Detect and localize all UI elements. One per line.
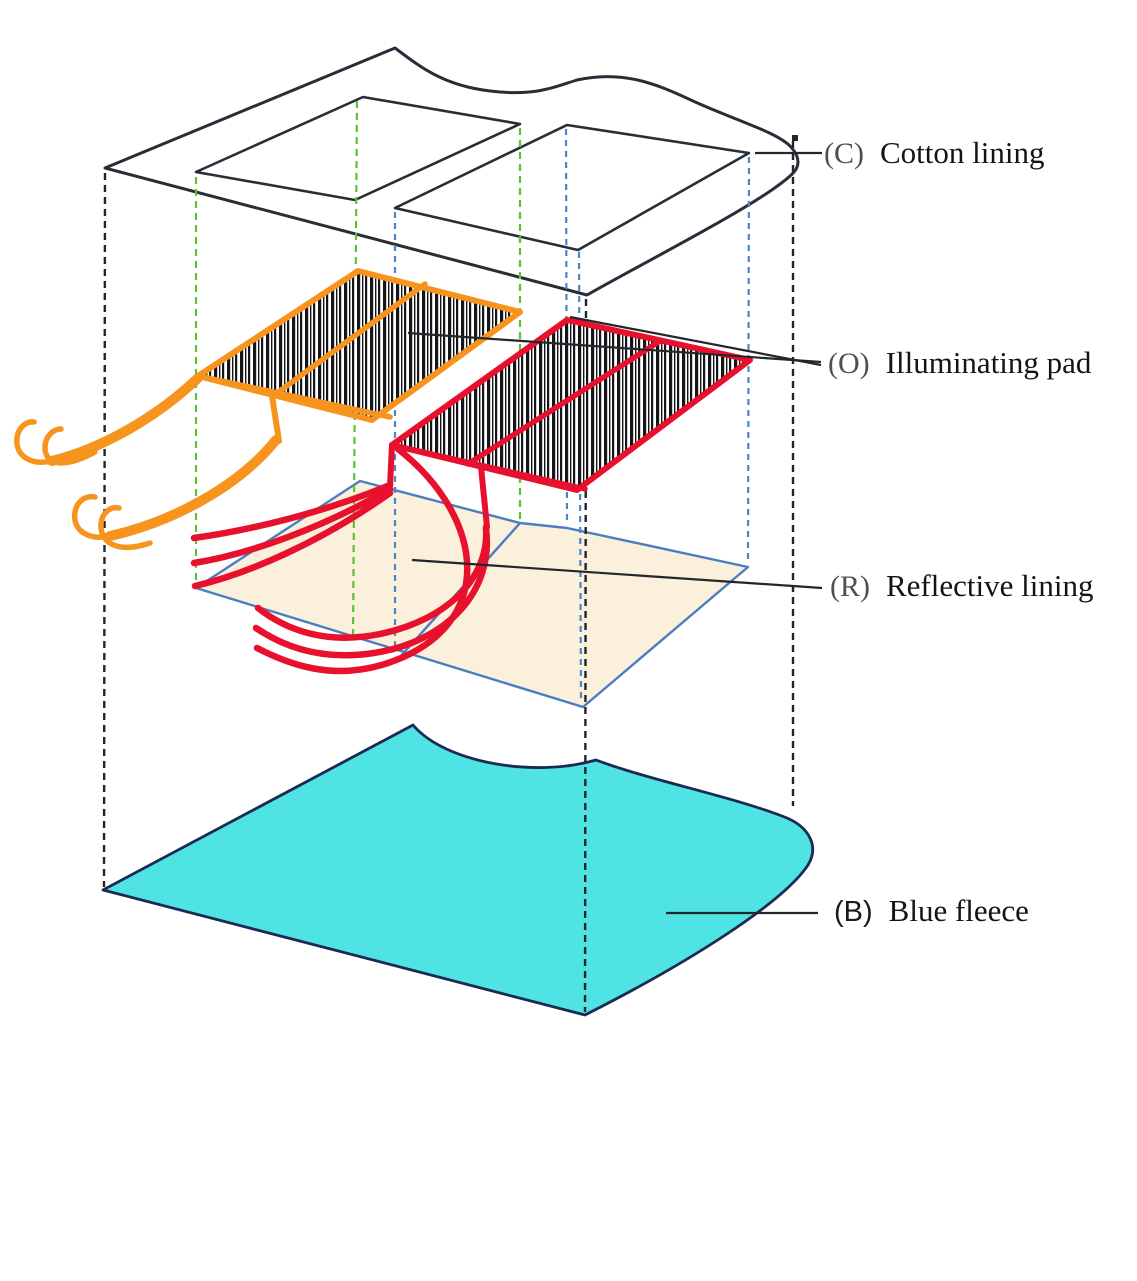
label-name-blue-fleece: Blue fleece	[888, 893, 1029, 928]
pad-left-frame	[195, 268, 523, 423]
pad-left-tab	[269, 393, 282, 444]
leader-lines	[407, 135, 823, 915]
projection-line-middle	[583, 298, 588, 1013]
pad-left-strap-1	[195, 373, 393, 420]
illuminating-pad-right	[387, 317, 753, 530]
wire-orange-curl-1a	[14, 419, 55, 465]
pad-left-hatch	[198, 271, 520, 420]
pad-right-hatch	[392, 320, 750, 490]
pad-left-wires	[14, 373, 281, 550]
wire-red-b2	[252, 525, 491, 659]
leader-cotton-dot	[792, 135, 798, 141]
pad-right-frame	[389, 317, 753, 493]
wire-red-a2	[190, 485, 394, 567]
leader-reflective	[411, 558, 823, 590]
leader-pad-lower	[569, 315, 822, 367]
label-cotton-lining: (C) Cotton lining	[824, 135, 1045, 171]
pad-right-strap-1	[389, 442, 588, 492]
label-blue-fleece: (B) Blue fleece	[834, 893, 1029, 929]
wire-red-b3	[253, 445, 471, 675]
label-name-cotton-lining: Cotton lining	[880, 135, 1045, 170]
wire-red-a3	[191, 489, 394, 590]
blue-fleece-panel	[101, 723, 814, 1017]
pad-right-tab-2	[478, 464, 490, 530]
pad-right-wires	[190, 445, 491, 675]
pad-right-strap-2	[465, 338, 663, 467]
label-code-r: (R)	[830, 570, 870, 603]
wire-red-b1	[254, 523, 490, 641]
wire-orange-curl-2a	[71, 493, 113, 540]
pocket-outline-left	[194, 95, 522, 202]
label-code-b: (B)	[834, 896, 873, 928]
projection-lines-black	[102, 141, 795, 1013]
wire-orange-curl-1b	[42, 426, 98, 466]
illuminating-pad-left	[195, 268, 523, 444]
wire-orange-main-2	[105, 435, 281, 541]
label-code-c: (C)	[824, 137, 864, 170]
pocket-outline-right	[393, 123, 751, 252]
wire-orange-curl-2b	[98, 504, 153, 550]
leader-pad-upper	[407, 331, 822, 364]
label-reflective-lining: (R) Reflective lining	[830, 568, 1093, 604]
pad-left-strap-2	[270, 281, 428, 399]
pad-right-tab-1	[387, 442, 395, 489]
label-name-reflective-lining: Reflective lining	[886, 568, 1094, 603]
wire-red-a1	[190, 481, 394, 542]
label-name-illuminating-pad: Illuminating pad	[885, 345, 1092, 380]
label-illuminating-pad: (O) Illuminating pad	[828, 345, 1091, 381]
wire-orange-main-1	[47, 373, 203, 466]
label-code-o: (O)	[828, 347, 870, 380]
